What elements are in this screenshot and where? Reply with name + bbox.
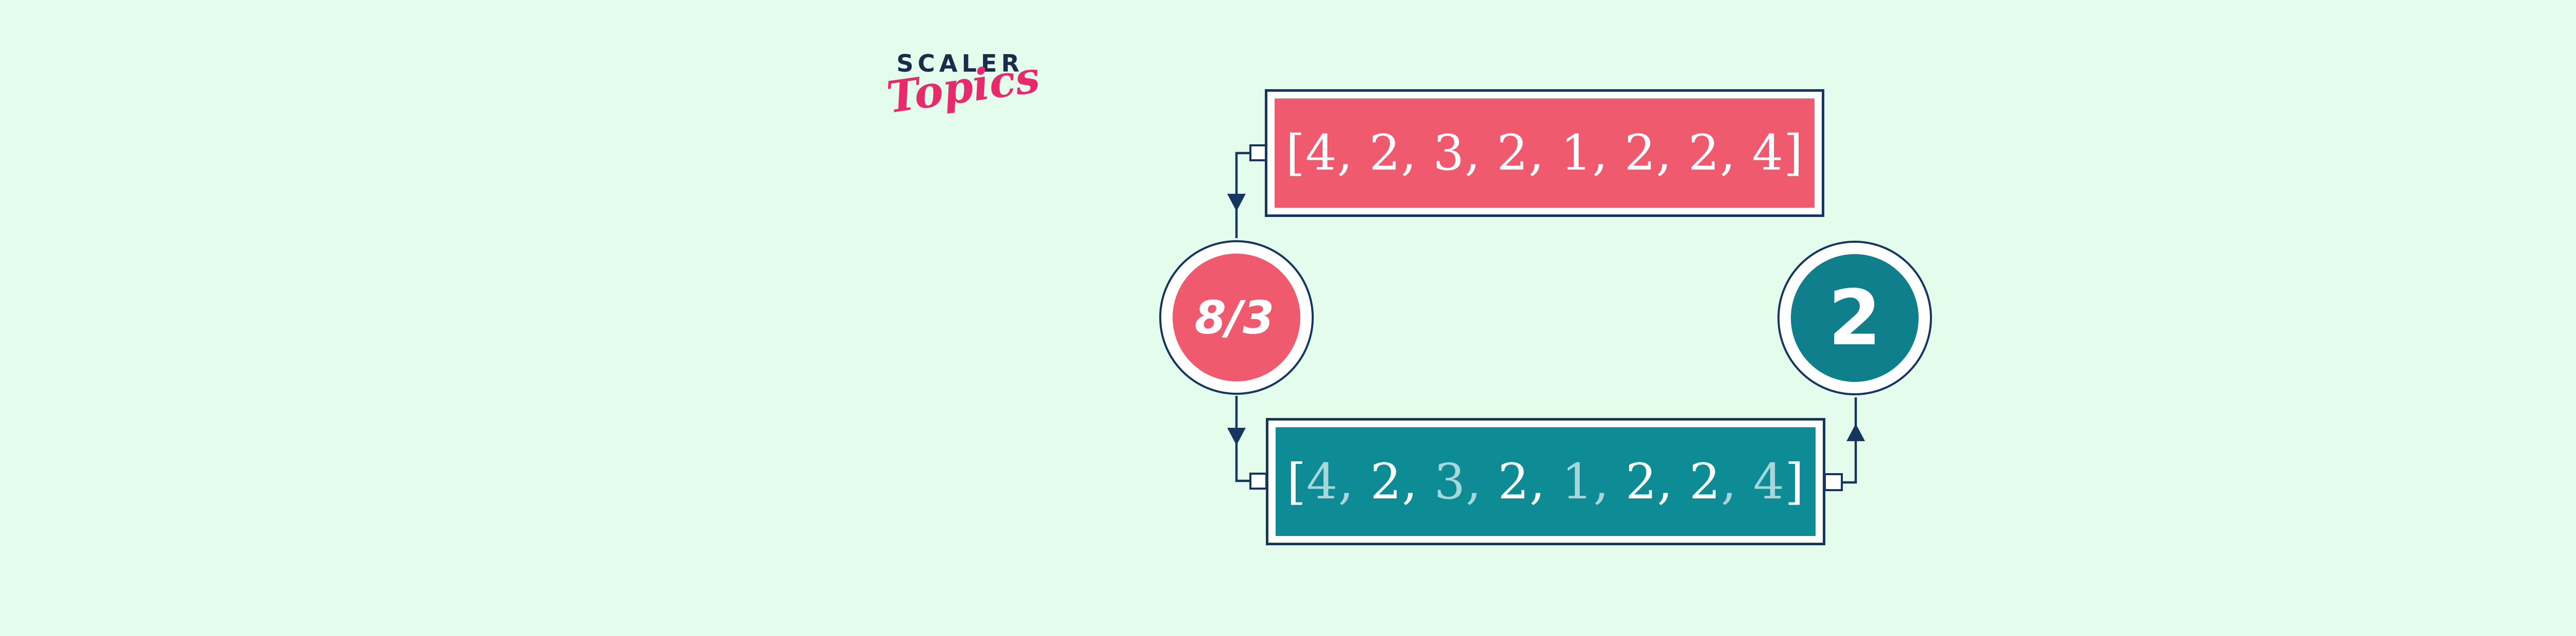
array-char: , xyxy=(1529,453,1562,510)
input-array-box: [4, 2, 3, 2, 1, 2, 2, 4] xyxy=(1265,89,1824,217)
array-char: [ xyxy=(1286,453,1307,510)
array-char: 2 xyxy=(1689,453,1721,510)
array-char: , xyxy=(1402,453,1434,510)
connector-input-to-ratio xyxy=(1227,144,1267,238)
ratio-circle: 8/3 xyxy=(1159,240,1314,395)
result-circle: 2 xyxy=(1777,241,1932,395)
array-char: ] xyxy=(1785,453,1805,510)
result-label: 2 xyxy=(1828,274,1882,362)
arrowhead-up-icon xyxy=(1846,424,1865,441)
arrowhead-down-icon xyxy=(1227,428,1246,445)
port-square xyxy=(1824,473,1843,491)
array-char: 2 xyxy=(1498,453,1530,510)
result-circle-fill: 2 xyxy=(1791,254,1919,382)
output-array-text: [4, 2, 3, 2, 1, 2, 2, 4] xyxy=(1287,454,1805,510)
connector-ratio-to-output xyxy=(1227,396,1267,490)
array-char: 2 xyxy=(1625,453,1657,510)
port-square xyxy=(1249,473,1267,490)
arrowhead-down-icon xyxy=(1227,194,1246,211)
port-square xyxy=(1249,144,1267,161)
array-char: 3 xyxy=(1434,453,1466,510)
array-char: , xyxy=(1657,453,1689,510)
input-array-fill: [4, 2, 3, 2, 1, 2, 2, 4] xyxy=(1275,98,1815,208)
logo-brand-text: SCALER xyxy=(896,49,1024,77)
connector-output-to-result xyxy=(1824,397,1865,491)
output-array-box: [4, 2, 3, 2, 1, 2, 2, 4] xyxy=(1266,418,1825,545)
array-char: 4 xyxy=(1306,453,1338,510)
array-char: , xyxy=(1593,453,1626,510)
array-char: 2 xyxy=(1370,453,1402,510)
array-char: , xyxy=(1465,453,1498,510)
scaler-topics-logo: SCALER Topics xyxy=(884,45,1093,159)
array-char: 1 xyxy=(1562,453,1594,510)
output-array-fill: [4, 2, 3, 2, 1, 2, 2, 4] xyxy=(1276,427,1816,536)
ratio-label: 8/3 xyxy=(1194,291,1275,344)
array-char: 4 xyxy=(1753,453,1785,510)
array-char: , xyxy=(1338,453,1370,510)
input-array-text: [4, 2, 3, 2, 1, 2, 2, 4] xyxy=(1285,125,1804,181)
array-char: , xyxy=(1721,453,1753,510)
ratio-circle-fill: 8/3 xyxy=(1173,254,1300,381)
